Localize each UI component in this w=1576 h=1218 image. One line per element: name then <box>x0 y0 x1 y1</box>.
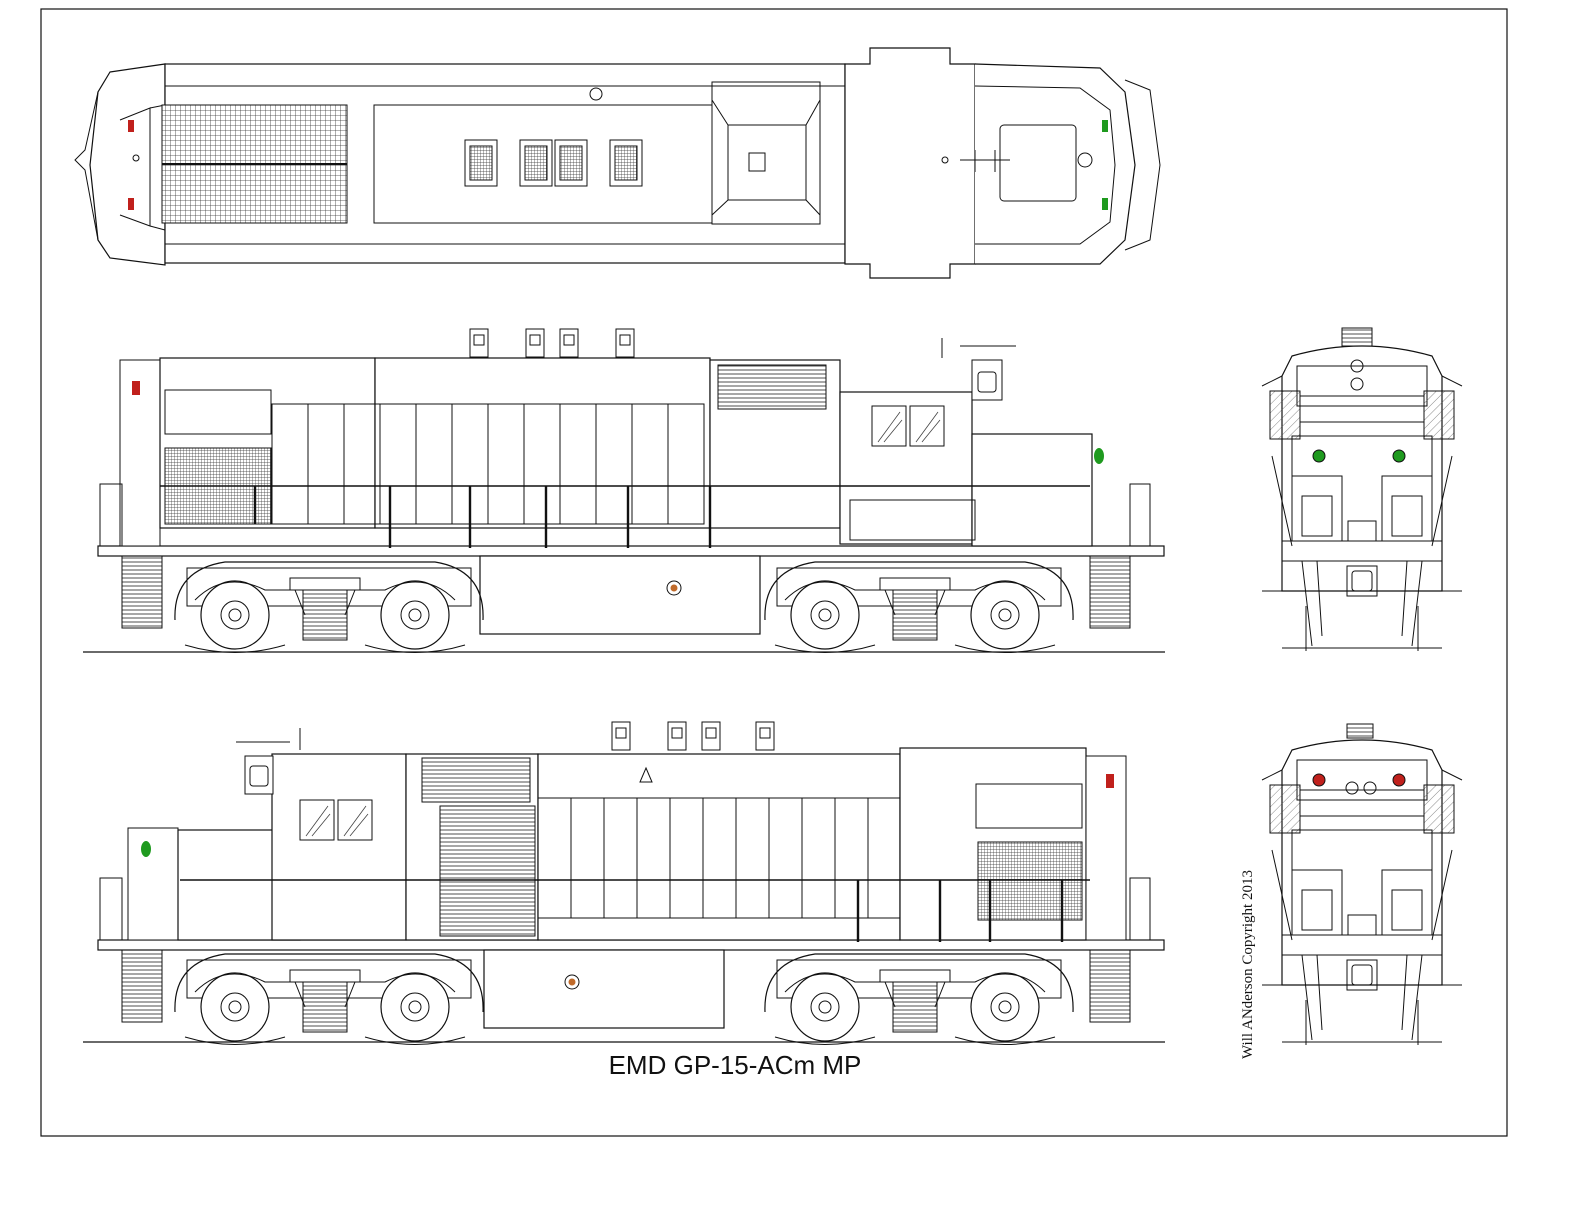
sheet-border <box>40 8 1508 1137</box>
front-end-view <box>1261 327 1463 652</box>
cab-side-2 <box>271 753 407 941</box>
bell-top <box>589 87 603 101</box>
top-marker-red-1 <box>128 120 134 132</box>
top-view-cab <box>844 47 976 279</box>
exhaust-stack-1 <box>464 139 498 187</box>
fuel-tank-1 <box>479 555 761 635</box>
top-view-nose-hatch <box>999 124 1077 202</box>
top-view-dynamic-brake-hatch <box>711 81 821 225</box>
short-hood-1 <box>971 433 1093 547</box>
fuel-tank-2 <box>483 949 725 1029</box>
frame-2 <box>97 939 1165 951</box>
rear-truck-2 <box>764 953 1074 1046</box>
side-marker-red-1 <box>132 381 140 395</box>
top-view-nose <box>974 63 1136 265</box>
frame-1 <box>97 545 1165 557</box>
exhaust-stack-3 <box>554 139 588 187</box>
bell-side <box>639 766 653 783</box>
top-marker-green-2 <box>1102 198 1108 210</box>
top-marker-green-1 <box>1102 120 1108 132</box>
side-marker-green-1 <box>1094 448 1104 464</box>
front-truck-1 <box>764 561 1074 654</box>
long-hood-mid <box>374 357 711 529</box>
side-marker-red-2 <box>1106 774 1114 788</box>
drawing-title: EMD GP-15-ACm MP <box>608 1050 862 1080</box>
copyright-credit: Will ANderson Copyright 2013 <box>1240 870 1256 1059</box>
exhaust-stack-4 <box>609 139 643 187</box>
top-marker-red-2 <box>128 198 134 210</box>
side-radiator-2 <box>977 841 1083 921</box>
exhaust-stack-2 <box>519 139 553 187</box>
long-hood-mid-2 <box>537 753 901 941</box>
top-view-short-hood-end <box>89 63 166 266</box>
top-view <box>74 47 1161 279</box>
rear-truck-1 <box>174 561 484 654</box>
side-marker-green-2 <box>141 841 151 857</box>
rear-marker-red-2 <box>1392 773 1406 787</box>
rear-marker-red-1 <box>1312 773 1326 787</box>
front-truck-2 <box>174 953 484 1046</box>
rear-end-view <box>1261 723 1463 1046</box>
right-side-view <box>83 721 1165 1046</box>
front-number-light-green-2 <box>1392 449 1406 463</box>
fuel-cap-2 <box>568 978 576 986</box>
fuel-cap-1 <box>670 584 678 592</box>
front-number-light-green-1 <box>1312 449 1326 463</box>
left-side-view <box>83 328 1165 654</box>
